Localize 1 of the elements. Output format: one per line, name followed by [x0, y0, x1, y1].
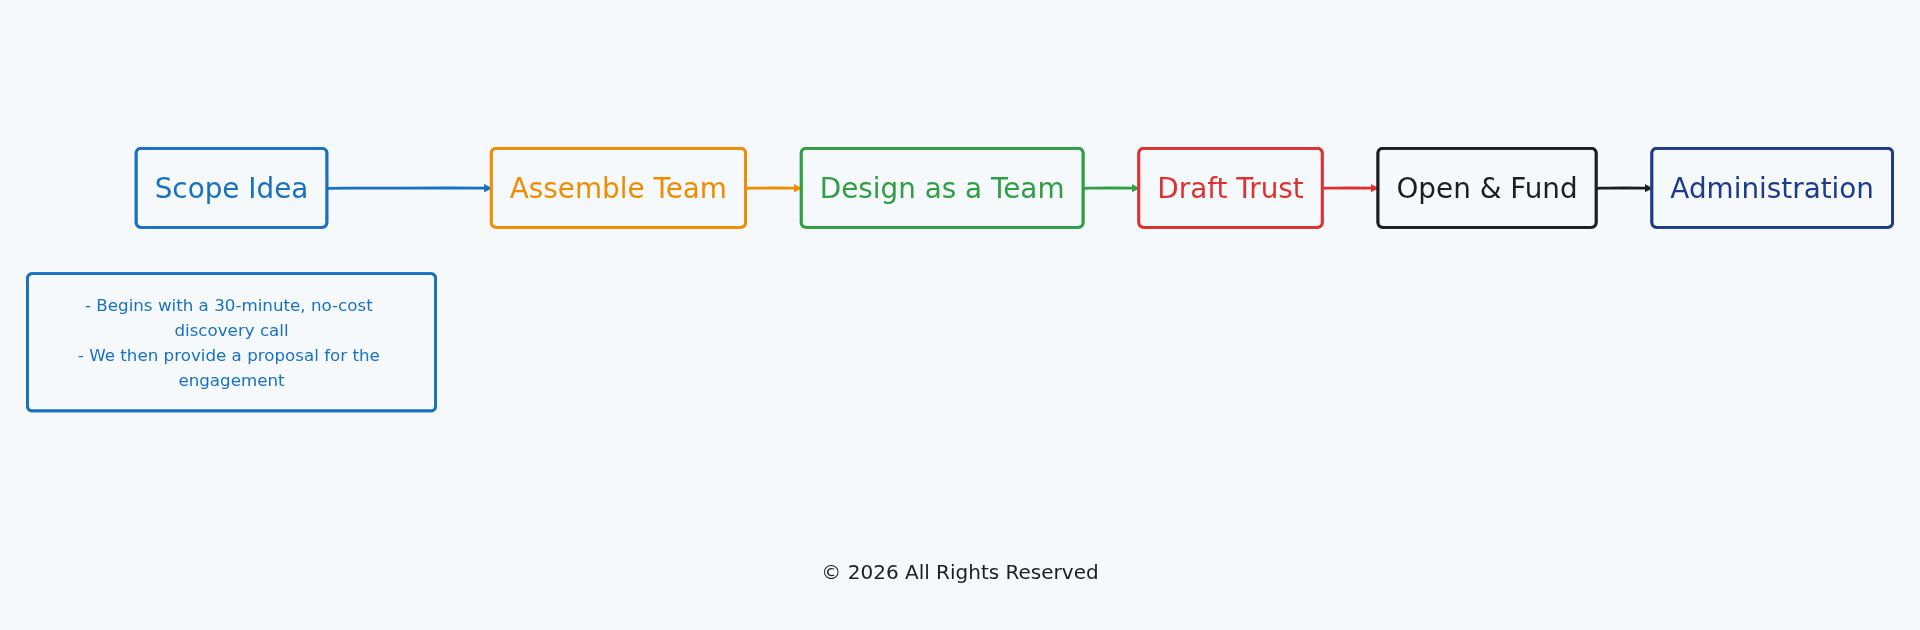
copyright-note: © 2026 All Rights Reserved — [820, 560, 1100, 584]
